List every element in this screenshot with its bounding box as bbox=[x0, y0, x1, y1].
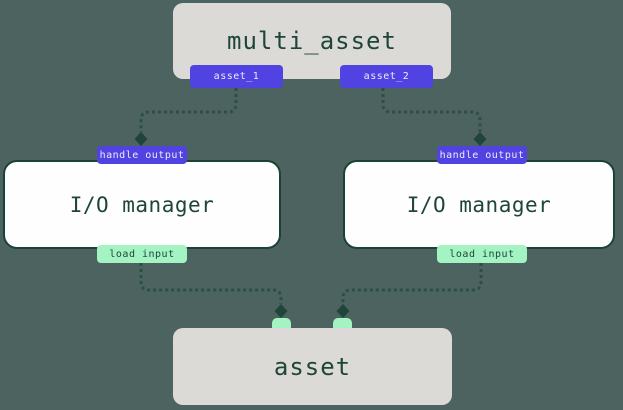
output-badge-asset-1-label: asset_1 bbox=[213, 71, 260, 82]
output-badge-asset-1: asset_1 bbox=[190, 65, 283, 88]
load-input-badge-right: load input bbox=[437, 245, 527, 263]
io-manager-node-right: I/O manager bbox=[343, 160, 615, 249]
output-badge-asset-2: asset_2 bbox=[340, 65, 433, 88]
edge-io-right-to-asset bbox=[341, 263, 483, 304]
load-input-badge-left-label: load input bbox=[109, 248, 175, 260]
asset-node: asset bbox=[173, 328, 452, 405]
io-manager-left-label: I/O manager bbox=[69, 192, 215, 217]
multi-asset-label: multi_asset bbox=[227, 27, 397, 55]
load-input-badge-left: load input bbox=[97, 245, 187, 263]
arrowhead-diamond-icon bbox=[134, 132, 148, 146]
handle-output-badge-left: handle output bbox=[97, 146, 187, 164]
arrowhead-diamond-icon bbox=[336, 304, 350, 318]
asset-label: asset bbox=[273, 352, 352, 381]
arrowhead-diamond-icon bbox=[274, 304, 288, 318]
io-manager-right-label: I/O manager bbox=[406, 192, 552, 217]
arrowhead-diamond-icon bbox=[473, 132, 487, 146]
edge-io-left-to-asset bbox=[139, 263, 283, 304]
handle-output-badge-left-label: handle output bbox=[99, 149, 185, 161]
output-badge-asset-2-label: asset_2 bbox=[363, 71, 410, 82]
handle-output-badge-right-label: handle output bbox=[439, 149, 525, 161]
handle-output-badge-right: handle output bbox=[437, 146, 527, 164]
edge-asset1-to-io-left bbox=[139, 88, 238, 132]
load-input-badge-right-label: load input bbox=[449, 248, 515, 260]
edge-asset2-to-io-right bbox=[381, 88, 482, 132]
